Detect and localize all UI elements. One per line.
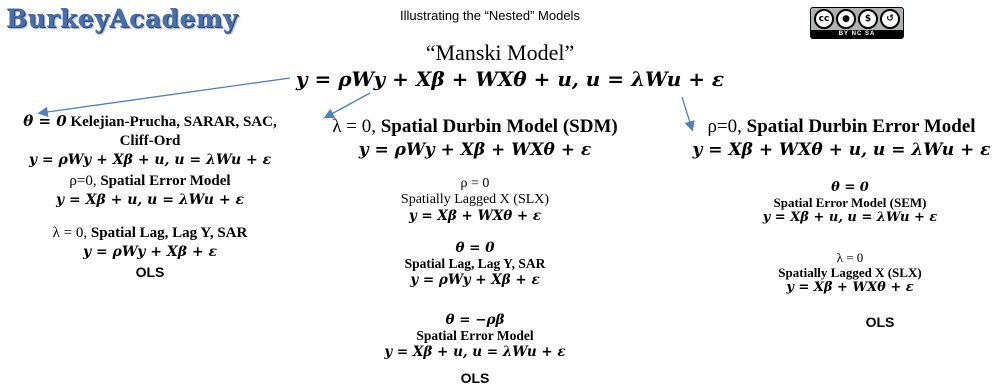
creative-commons-badge: cc ● $ ↺ BY NC SA — [810, 7, 904, 39]
sdm-name: Spatial Durbin Model (SDM) — [380, 116, 618, 137]
sar-equation-left: y = ρWy + Xβ + ε — [82, 244, 218, 260]
sem-heading-left: ρ=0, Spatial Error Model — [20, 172, 280, 191]
right-sem-equation: y = Xβ + u, u = λWu + ε — [762, 210, 938, 225]
rho-zero-condition: ρ=0, — [69, 173, 97, 189]
center-slx-block: ρ = 0 Spatially Lagged X (SLX) y = Xβ + … — [335, 176, 615, 224]
license-labels: BY NC SA — [811, 30, 903, 38]
kelejian-prucha-name: Kelejian-Prucha, SARAR, SAC, Cliff-Ord — [70, 114, 277, 149]
sem-equation-left: y = Xβ + u, u = λWu + ε — [56, 192, 244, 208]
sdem-heading: ρ=0, Spatial Durbin Error Model — [680, 116, 1003, 138]
sa-icon: ↺ — [880, 9, 900, 29]
sar-name-left: Spatial Lag, Lag Y, SAR — [90, 225, 248, 241]
center-sem-condition: θ = −ρβ — [445, 312, 505, 328]
center-sar-condition: θ = 0 — [455, 240, 495, 256]
sdm-condition: λ = 0, — [332, 116, 376, 137]
sdem-equation: y = Xβ + WXθ + u, u = λWu + ε — [692, 140, 991, 160]
center-sar-name: Spatial Lag, Lag Y, SAR — [404, 256, 546, 271]
sem-name-left: Spatial Error Model — [100, 173, 231, 189]
ols-left: OLS — [135, 264, 165, 280]
sdem-name: Spatial Durbin Error Model — [746, 116, 976, 137]
page-title: Illustrating the “Nested” Models — [400, 8, 580, 23]
nc-icon: $ — [858, 9, 878, 29]
sdem-condition: ρ=0, — [707, 116, 742, 137]
center-sem-block: θ = −ρβ Spatial Error Model y = Xβ + u, … — [335, 312, 615, 360]
center-sem-name: Spatial Error Model — [416, 328, 534, 343]
by-icon: ● — [836, 9, 856, 29]
arrow-to-center — [323, 92, 371, 119]
theta-zero-condition: θ = 0 — [23, 112, 67, 130]
right-slx-block: λ = 0 Spatially Lagged X (SLX) y = Xβ + … — [725, 250, 975, 295]
left-column: θ = 0 Kelejian-Prucha, SARAR, SAC, Cliff… — [20, 112, 280, 282]
arrow-to-right — [681, 96, 695, 132]
ols-right: OLS — [865, 314, 895, 330]
manski-equation: y = ρWy + Xβ + WXθ + u, u = λWu + ε — [295, 67, 725, 91]
ols-center: OLS — [460, 370, 490, 386]
center-sem-equation: y = Xβ + u, u = λWu + ε — [384, 344, 566, 360]
center-slx-equation: y = Xβ + WXθ + ε — [408, 208, 542, 224]
center-sar-equation: y = ρWy + Xβ + ε — [410, 272, 540, 288]
sdm-equation: y = ρWy + Xβ + WXθ + ε — [358, 140, 592, 160]
right-sem-condition: θ = 0 — [831, 180, 869, 195]
center-sar-block: θ = 0 Spatial Lag, Lag Y, SAR y = ρWy + … — [335, 240, 615, 288]
burkey-academy-logo: BurkeyAcademy — [6, 4, 238, 33]
sar-heading-left: λ = 0, Spatial Lag, Lag Y, SAR — [20, 224, 280, 243]
sarar-equation: y = ρWy + Xβ + u, u = λWu + ε — [28, 152, 272, 168]
sdm-heading: λ = 0, Spatial Durbin Model (SDM) — [295, 116, 655, 138]
cc-icon: cc — [814, 9, 834, 29]
right-sem-name: Spatial Error Model (SEM) — [773, 195, 927, 210]
right-sem-block: θ = 0 Spatial Error Model (SEM) y = Xβ +… — [725, 180, 975, 225]
right-slx-equation: y = Xβ + WXθ + ε — [786, 280, 914, 295]
center-slx-condition: ρ = 0 — [460, 176, 490, 191]
arrow-to-left — [37, 77, 291, 118]
center-slx-name: Spatially Lagged X (SLX) — [400, 192, 550, 207]
right-slx-name: Spatially Lagged X (SLX) — [778, 265, 922, 280]
kelejian-prucha-heading: θ = 0 Kelejian-Prucha, SARAR, SAC, Cliff… — [20, 112, 280, 151]
right-slx-condition: λ = 0 — [836, 250, 864, 265]
manski-model-title: “Manski Model” — [425, 40, 575, 65]
lambda-zero-condition: λ = 0, — [52, 225, 88, 241]
